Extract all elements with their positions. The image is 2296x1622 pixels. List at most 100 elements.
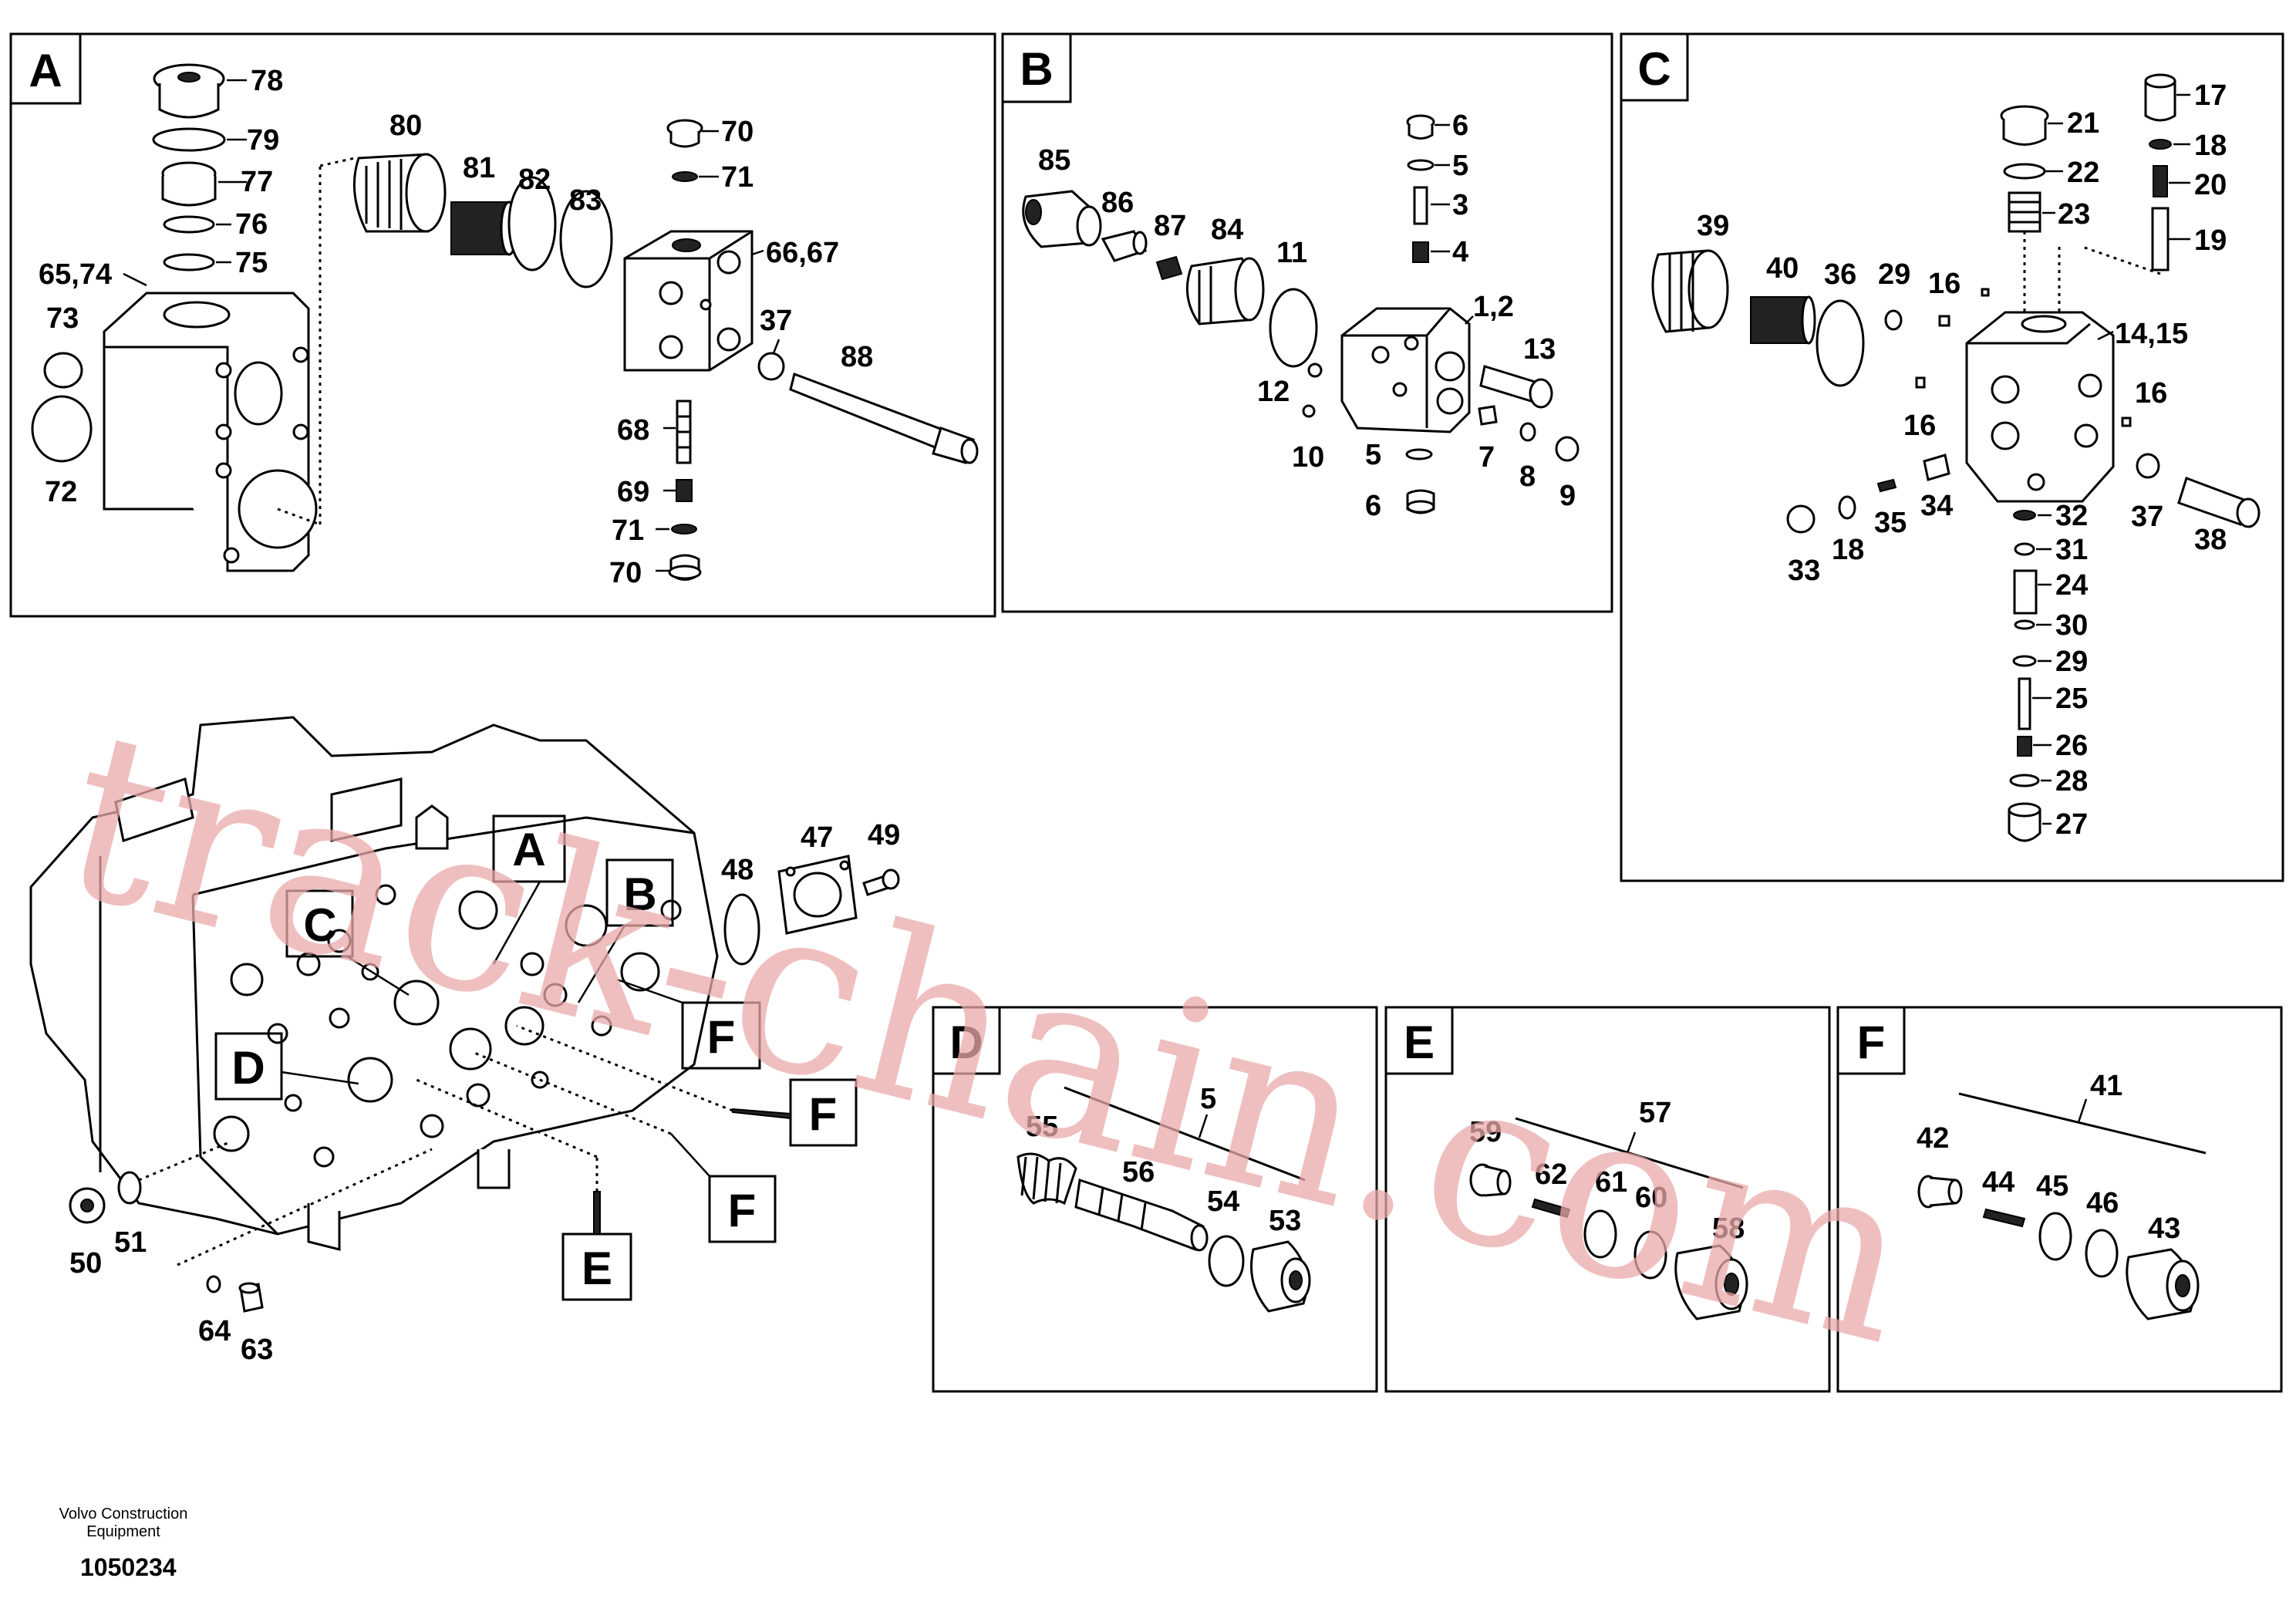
label-50: 50 — [69, 1247, 102, 1280]
label-18-bottom: 18 — [1832, 534, 1864, 566]
valve-bottom-fitting-2 — [477, 1149, 511, 1189]
valve-body-1-2 — [1340, 307, 1471, 433]
svg-text:F: F — [707, 1011, 736, 1063]
gasket-47 — [777, 855, 858, 935]
part-16-c — [2121, 416, 2132, 427]
oring-5-top — [1407, 159, 1435, 171]
oring-83 — [559, 190, 613, 288]
svg-text:F: F — [728, 1185, 757, 1236]
section-c: C — [1620, 32, 2284, 882]
label-32: 32 — [2055, 500, 2088, 532]
oring-22 — [2003, 163, 2046, 180]
label-28: 28 — [2055, 765, 2088, 798]
section-d: D 5 55 56 54 53 — [932, 1006, 1378, 1393]
oring-8 — [1519, 422, 1536, 442]
oring-76 — [163, 215, 215, 234]
plug-9 — [1555, 436, 1580, 462]
section-f-frame — [1836, 1006, 2283, 1393]
oring-82 — [507, 176, 557, 271]
label-56: 56 — [1122, 1156, 1155, 1189]
label-42: 42 — [1917, 1122, 1949, 1155]
main-valve-assembly: A B C D E F — [29, 716, 900, 1366]
pin-62 — [1531, 1198, 1571, 1219]
part-84 — [1185, 257, 1265, 325]
valve-block-66-67 — [623, 230, 754, 372]
label-38: 38 — [2194, 524, 2227, 556]
callout-e: E — [416, 1078, 632, 1301]
label-83: 83 — [569, 184, 602, 217]
valve-bottom-fitting — [307, 1203, 341, 1251]
label-58: 58 — [1712, 1212, 1745, 1245]
callout-f-1: F — [616, 978, 761, 1070]
part-23 — [2008, 191, 2041, 233]
spool-56 — [1074, 1179, 1209, 1252]
section-d-frame — [932, 1006, 1378, 1393]
label-53: 53 — [1269, 1205, 1301, 1237]
label-72: 72 — [45, 476, 77, 508]
part-6-top — [1406, 114, 1435, 140]
section-a-title-box — [9, 32, 82, 105]
label-25: 25 — [2055, 683, 2088, 715]
label-36: 36 — [1824, 258, 1856, 291]
callout-c: C — [285, 889, 410, 996]
label-31: 31 — [2055, 534, 2088, 566]
oring-79 — [152, 127, 226, 152]
label-54: 54 — [1207, 1185, 1239, 1218]
plug-63 — [238, 1282, 264, 1313]
label-7: 7 — [1478, 441, 1495, 474]
label-45: 45 — [2036, 1170, 2068, 1202]
drawing-number: 1050234 — [80, 1553, 177, 1581]
label-29-bottom: 29 — [2055, 646, 2088, 678]
oring-46 — [2085, 1229, 2119, 1278]
label-37-a: 37 — [760, 305, 792, 337]
pin-3 — [1413, 186, 1428, 225]
footer: Volvo Construction Equipment 1050234 — [46, 1506, 201, 1582]
valve-port-holes — [213, 884, 682, 1168]
section-a-title: A — [29, 45, 62, 96]
ball-12 — [1307, 363, 1323, 378]
oring-61 — [1583, 1209, 1617, 1259]
valve-rear-block — [114, 777, 194, 842]
part-mark — [1981, 288, 1990, 297]
oring-29-bottom — [2012, 655, 2037, 667]
section-f-bracket — [1958, 1092, 2207, 1155]
label-34: 34 — [1920, 490, 1953, 522]
label-35: 35 — [1874, 507, 1907, 539]
label-77: 77 — [241, 166, 273, 198]
bolt-13 — [1479, 365, 1553, 409]
plug-50 — [69, 1187, 106, 1224]
label-23: 23 — [2058, 198, 2090, 231]
label-13: 13 — [1523, 333, 1556, 366]
oring-30 — [2014, 619, 2035, 630]
section-f-title: F — [1857, 1017, 1886, 1068]
label-62: 62 — [1535, 1158, 1567, 1191]
label-11: 11 — [1276, 237, 1307, 269]
part-cap-85 — [1022, 190, 1102, 248]
label-6-bottom: 6 — [1365, 490, 1381, 522]
oring-51 — [117, 1171, 142, 1205]
label-69: 69 — [617, 476, 649, 508]
spring-69 — [676, 479, 693, 502]
label-64: 64 — [198, 1315, 231, 1347]
oring-5-bottom — [1405, 448, 1433, 460]
bolt-49 — [862, 868, 900, 896]
label-85: 85 — [1038, 144, 1070, 177]
svg-text:D: D — [231, 1042, 265, 1094]
label-78: 78 — [251, 65, 283, 97]
label-12: 12 — [1257, 376, 1290, 408]
label-73: 73 — [46, 302, 79, 335]
plug-42 — [1917, 1175, 1963, 1209]
label-22: 22 — [2067, 157, 2099, 189]
part-16-a — [1938, 315, 1950, 327]
label-65-74: 65,74 — [39, 258, 112, 291]
section-e-title-box — [1384, 1006, 1454, 1075]
label-70-top: 70 — [721, 116, 754, 148]
label-30: 30 — [2055, 609, 2088, 642]
callout-f-3: F — [474, 1051, 777, 1243]
label-44: 44 — [1982, 1166, 2014, 1199]
section-c-title: C — [1637, 43, 1671, 95]
oring-71-bottom — [671, 524, 697, 534]
label-5x: 5 — [1200, 1083, 1216, 1115]
pin-44 — [1982, 1208, 2026, 1228]
part-plug-70-top — [666, 119, 703, 148]
